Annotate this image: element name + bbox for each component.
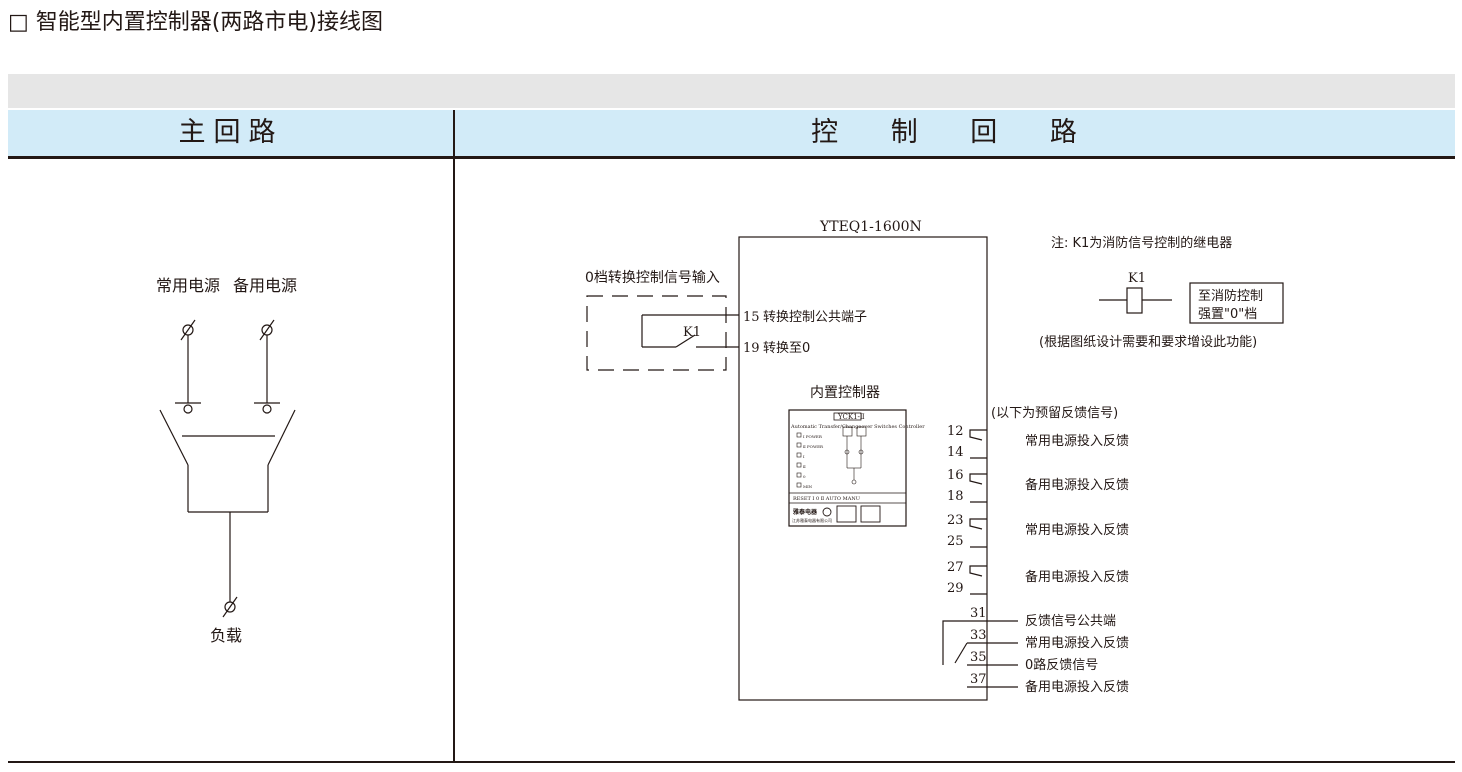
- label-backup-source: 备用电源: [233, 276, 297, 295]
- fb-pair-4-top: 27: [947, 560, 964, 575]
- fb-pair-4-label: 备用电源投入反馈: [1025, 569, 1129, 585]
- panel-model: YCK1-Ⅱ: [837, 413, 865, 421]
- header-band: [8, 110, 1455, 156]
- terminal-19-label: 转换至0: [763, 341, 810, 356]
- fb-pair-1-top: 12: [947, 424, 964, 439]
- panel-indicator-3: Ⅰ: [803, 454, 805, 459]
- k1-coil-symbol: [1099, 287, 1172, 314]
- fb-common-33-num: 33: [970, 628, 987, 643]
- fb-pair-2-bottom: 18: [947, 489, 964, 504]
- fire-box-line2: 强置"0"档: [1198, 307, 1257, 322]
- panel-buttons-label: RESET Ⅰ 0 Ⅱ AUTO MANU: [793, 496, 860, 502]
- k1-contact: [641, 314, 739, 348]
- panel-company: 江苏雅泰电器有限公司: [792, 517, 832, 523]
- header-main-circuit: 主回路: [178, 117, 284, 148]
- fb-common-37-num: 37: [970, 672, 987, 687]
- fb-pair-1-bottom: 14: [947, 445, 964, 460]
- label-normal-source: 常用电源: [156, 276, 220, 295]
- feedback-title: (以下为预留反馈信号): [991, 406, 1118, 421]
- device-model: YTEQ1-1600N: [819, 219, 922, 235]
- controller-label: 内置控制器: [810, 385, 880, 401]
- main-circuit-diagram: [159, 319, 296, 618]
- note-text: 注: K1为消防信号控制的继电器: [1051, 235, 1232, 251]
- section-divider: [453, 110, 455, 762]
- fb-pair-3-bottom: 25: [947, 534, 964, 549]
- terminal-19-num: 19: [743, 341, 760, 356]
- fb-common-35-num: 35: [970, 650, 987, 665]
- fb-common-31-num: 31: [970, 606, 987, 621]
- header-control-circuit: 控 制 回 路: [811, 117, 1099, 148]
- panel-indicator-4: Ⅱ: [803, 464, 806, 469]
- fire-control-box: [1189, 282, 1284, 324]
- terminal-15-num: 15: [743, 310, 760, 325]
- relay-k1-label: K1: [683, 325, 701, 340]
- note-relay-label: K1: [1128, 271, 1146, 286]
- panel-indicator-5: 0: [803, 474, 806, 479]
- feedback-contacts: [969, 429, 987, 595]
- panel-indicator-1: Ⅰ POWER: [803, 434, 823, 439]
- fb-pair-2-top: 16: [947, 468, 964, 483]
- terminal-15-label: 转换控制公共端子: [763, 310, 867, 325]
- device-box: [738, 236, 988, 701]
- gray-band: [8, 74, 1455, 108]
- fb-pair-2-label: 备用电源投入反馈: [1025, 477, 1129, 493]
- fb-common-33-label: 常用电源投入反馈: [1025, 635, 1129, 651]
- header-bottom-rule: [8, 156, 1455, 159]
- panel-subtitle: Automatic Transfer/Changeover Switches C…: [790, 424, 925, 430]
- panel-indicator-2: Ⅱ POWER: [803, 444, 824, 449]
- feedback-common-contacts: [942, 620, 1018, 688]
- signal-input-dashed-box: [586, 295, 727, 371]
- controller-panel: [788, 409, 907, 527]
- panel-brand: 雅泰电器: [792, 508, 818, 516]
- panel-indicator-6: MIN: [803, 484, 813, 489]
- note-extra: (根据图纸设计需要和要求增设此功能): [1039, 335, 1257, 350]
- page-title: □ 智能型内置控制器(两路市电)接线图: [8, 10, 383, 35]
- fire-box-line1: 至消防控制: [1198, 288, 1263, 304]
- input-signal-label: 0档转换控制信号输入: [585, 269, 720, 286]
- fb-pair-1-label: 常用电源投入反馈: [1025, 433, 1129, 449]
- fb-common-37-label: 备用电源投入反馈: [1025, 679, 1129, 695]
- footer-rule: [8, 761, 1455, 763]
- fb-common-35-label: 0路反馈信号: [1025, 657, 1098, 673]
- fb-common-31-label: 反馈信号公共端: [1025, 614, 1116, 629]
- label-load: 负载: [210, 626, 242, 645]
- fb-pair-4-bottom: 29: [947, 581, 964, 596]
- fb-pair-3-label: 常用电源投入反馈: [1025, 522, 1129, 538]
- terminal-load: [224, 601, 236, 613]
- switch-body: [159, 409, 189, 466]
- fb-pair-3-top: 23: [947, 513, 964, 528]
